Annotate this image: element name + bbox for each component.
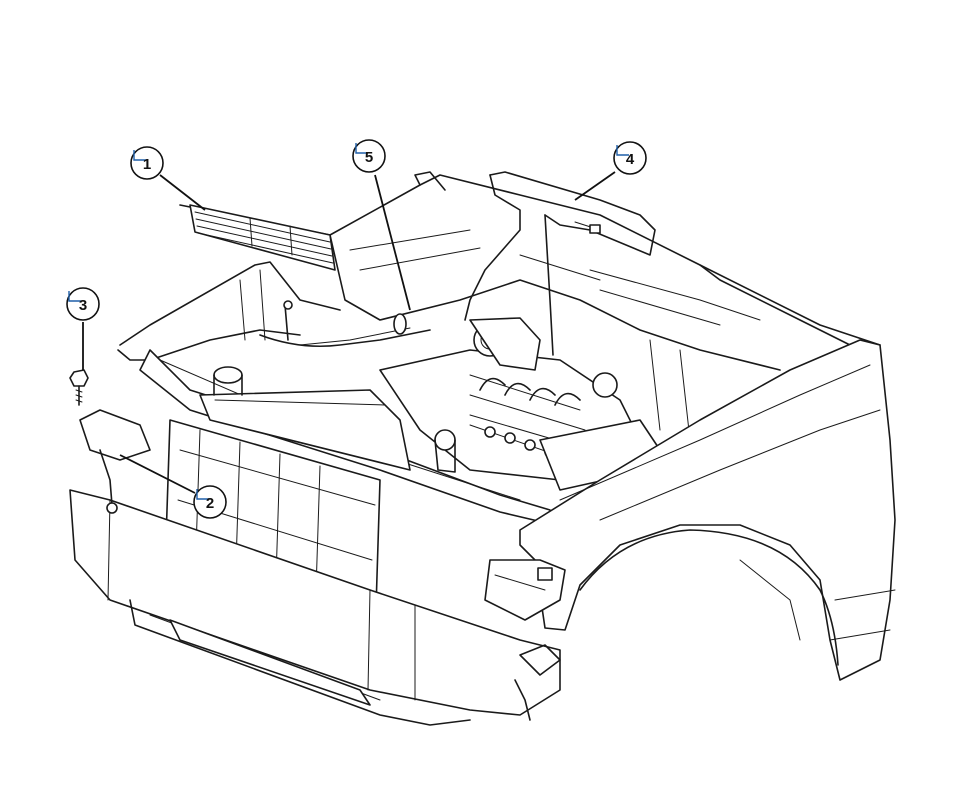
callout-2-label: 2	[206, 495, 214, 512]
cowl-grille-part	[189, 204, 336, 271]
callout-leaders	[82, 171, 616, 494]
right-fender	[519, 339, 896, 681]
right-headlamp-bucket	[484, 559, 566, 621]
cowl-and-firewall	[179, 171, 881, 441]
callout-5-label: 5	[365, 149, 373, 166]
headlamp-bracket-part	[79, 409, 151, 514]
engine-assembly	[379, 317, 661, 491]
front-bumper	[69, 489, 561, 726]
callout-5: 5	[352, 139, 386, 173]
left-fender-apron	[117, 261, 341, 361]
callout-3-label: 3	[79, 297, 87, 314]
callout-1-label: 1	[143, 156, 151, 173]
hoses-and-cables	[259, 313, 431, 347]
callout-4: 4	[613, 141, 647, 175]
callout-2: 2	[193, 485, 227, 519]
washer-line-part	[464, 171, 656, 356]
callout-4-label: 4	[626, 151, 635, 168]
callout-1: 1	[130, 146, 164, 180]
callout-3: 3	[66, 287, 100, 321]
bolt-part	[69, 369, 89, 406]
